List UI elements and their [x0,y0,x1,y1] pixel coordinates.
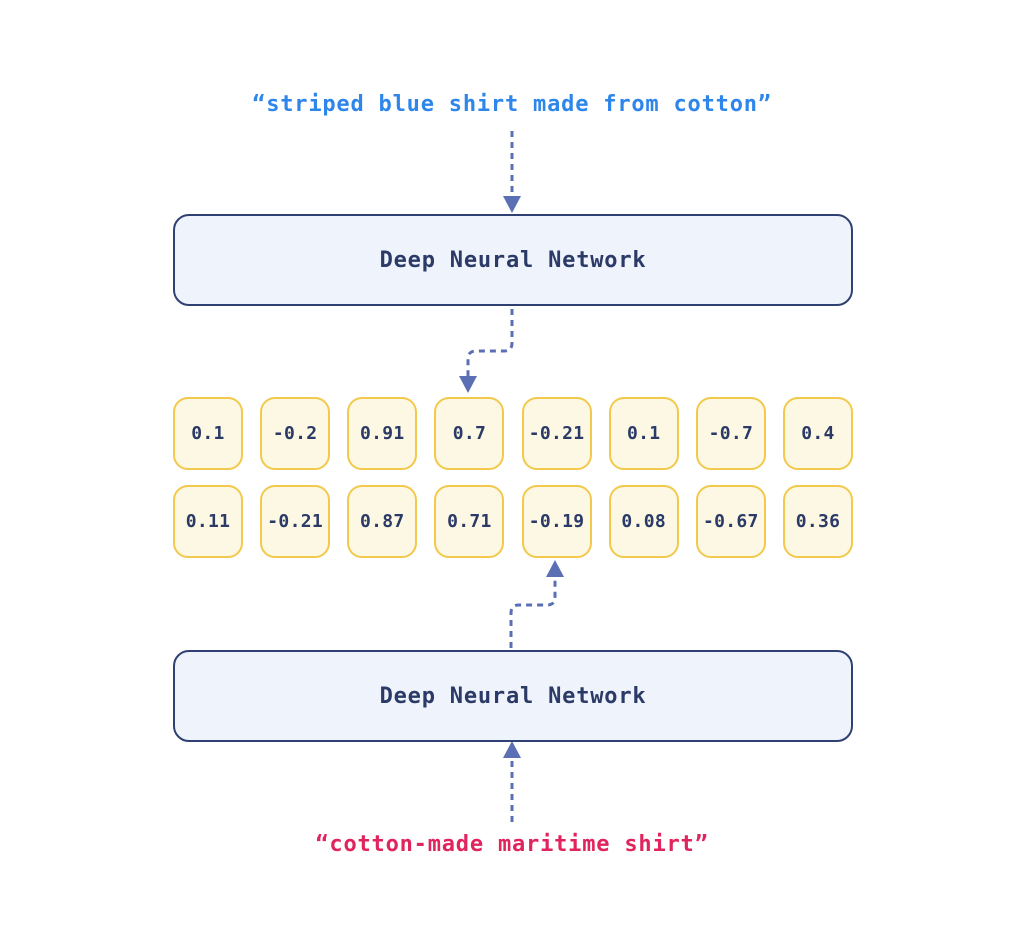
embedding-cell: 0.4 [782,397,853,470]
embedding-cell: -0.19 [521,485,592,558]
dashed-elbow-arrow-up-icon [509,560,564,648]
embedding-cell: 0.1 [608,397,679,470]
embedding-row-2: 0.11 -0.21 0.87 0.71 -0.19 0.08 -0.67 0.… [173,485,853,558]
dnn-box-top-label: Deep Neural Network [379,247,647,273]
embedding-cell: 0.36 [782,485,853,558]
embedding-cell: -0.2 [260,397,331,470]
embedding-cell: 0.11 [173,485,243,558]
embedding-cell: 0.1 [173,397,243,470]
embedding-cell: 0.08 [608,485,679,558]
embedding-cell: -0.7 [695,397,766,470]
embedding-cell: -0.21 [521,397,592,470]
query-text-top: “striped blue shirt made from cotton” [252,92,772,117]
dashed-arrow-down-icon [503,131,521,213]
embedding-cell: 0.91 [347,397,418,470]
embedding-cell: 0.7 [434,397,505,470]
query-text-bottom: “cotton-made maritime shirt” [315,832,709,857]
dashed-elbow-arrow-down-icon [459,309,514,393]
embedding-row-1: 0.1 -0.2 0.91 0.7 -0.21 0.1 -0.7 0.4 [173,397,853,470]
dnn-box-bottom: Deep Neural Network [173,650,853,742]
embedding-cell: -0.67 [695,485,766,558]
dnn-box-top: Deep Neural Network [173,214,853,306]
embedding-cell: 0.87 [347,485,418,558]
dnn-box-bottom-label: Deep Neural Network [379,683,647,709]
embedding-cell: 0.71 [434,485,505,558]
dashed-arrow-up-icon [503,741,521,822]
embedding-cell: -0.21 [260,485,331,558]
